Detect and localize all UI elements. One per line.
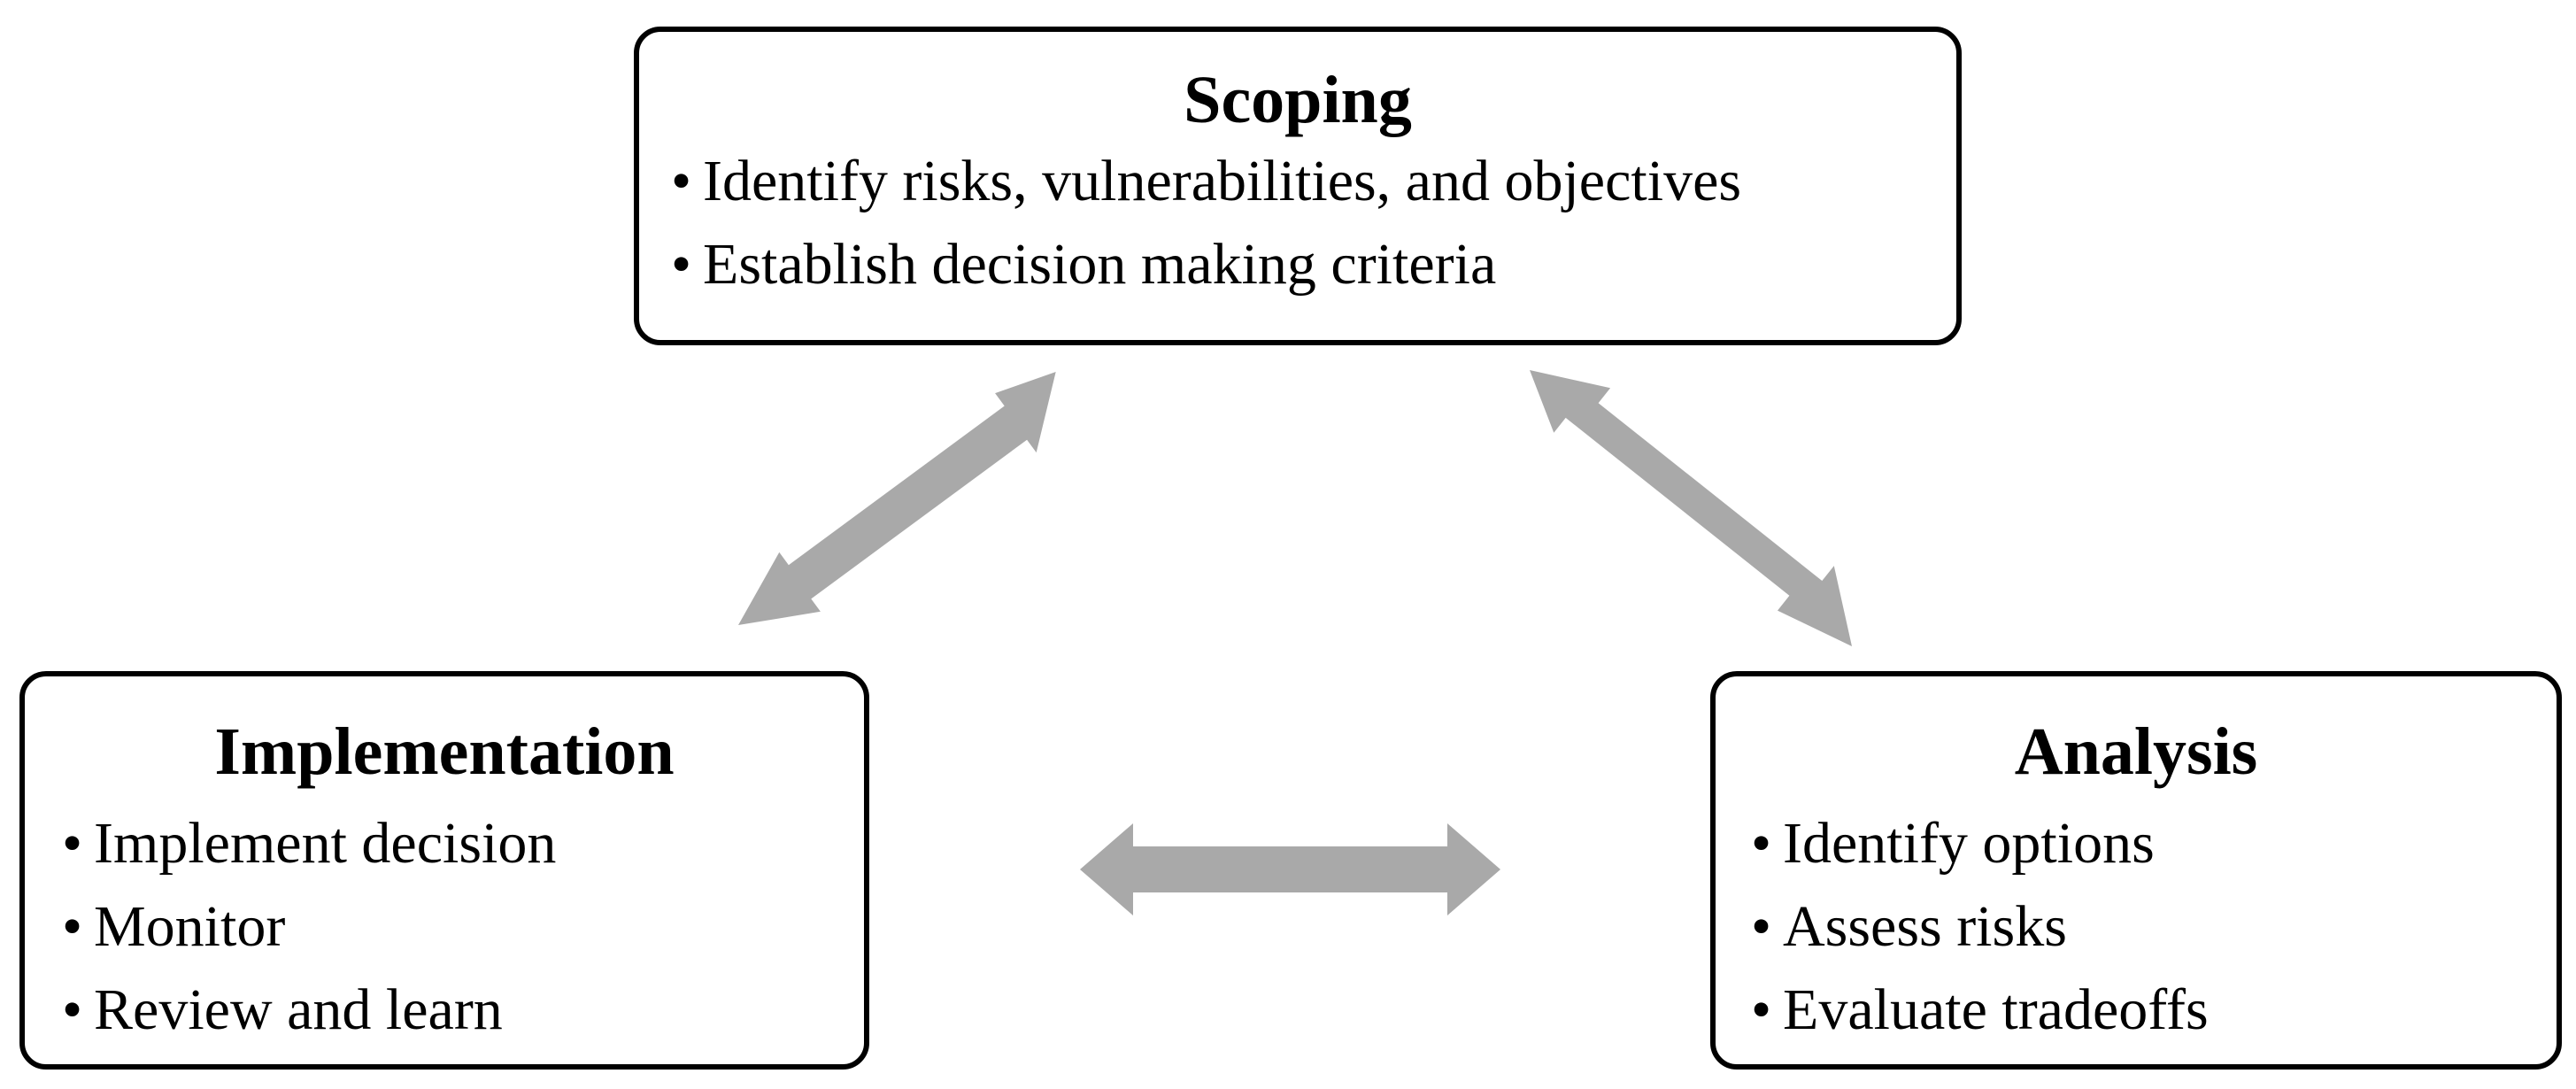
bullet-icon: • bbox=[1751, 977, 1772, 1042]
analysis-title: Analysis bbox=[2014, 714, 2258, 789]
arrow-scoping-implementation bbox=[738, 372, 1056, 625]
bullet-icon: • bbox=[671, 232, 692, 297]
list-item-text: Implement decision bbox=[94, 811, 557, 876]
scoping-list: •Identify risks, vulnerabilities, and ob… bbox=[671, 140, 1956, 306]
analysis-box: Analysis •Identify options •Assess risks… bbox=[1710, 671, 2562, 1070]
analysis-list: •Identify options •Assess risks •Evaluat… bbox=[1751, 802, 2557, 1052]
arrow-implementation-analysis bbox=[1080, 823, 1500, 915]
list-item-text: Establish decision making criteria bbox=[703, 232, 1497, 297]
list-item: •Implement decision bbox=[62, 802, 864, 885]
implementation-box: Implementation •Implement decision •Moni… bbox=[19, 671, 869, 1070]
bullet-icon: • bbox=[62, 977, 83, 1042]
list-item: •Identify risks, vulnerabilities, and ob… bbox=[671, 140, 1956, 223]
bullet-icon: • bbox=[1751, 894, 1772, 959]
list-item-text: Evaluate tradeoffs bbox=[1783, 977, 2209, 1042]
list-item: •Assess risks bbox=[1751, 885, 2557, 969]
list-item: •Evaluate tradeoffs bbox=[1751, 969, 2557, 1052]
list-item: •Monitor bbox=[62, 885, 864, 969]
list-item: •Identify options bbox=[1751, 802, 2557, 885]
list-item: •Establish decision making criteria bbox=[671, 223, 1956, 306]
arrow-scoping-analysis bbox=[1530, 370, 1852, 646]
implementation-list: •Implement decision •Monitor •Review and… bbox=[62, 802, 864, 1052]
list-item-text: Identify risks, vulnerabilities, and obj… bbox=[703, 149, 1742, 213]
scoping-box: Scoping •Identify risks, vulnerabilities… bbox=[634, 27, 1962, 345]
list-item-text: Review and learn bbox=[94, 977, 503, 1042]
scoping-title: Scoping bbox=[1184, 63, 1412, 137]
bullet-icon: • bbox=[671, 149, 692, 213]
list-item-text: Monitor bbox=[94, 894, 286, 959]
bullet-icon: • bbox=[62, 811, 83, 876]
list-item: •Review and learn bbox=[62, 969, 864, 1052]
bullet-icon: • bbox=[1751, 811, 1772, 876]
bullet-icon: • bbox=[62, 894, 83, 959]
list-item-text: Identify options bbox=[1783, 811, 2155, 876]
list-item-text: Assess risks bbox=[1783, 894, 2067, 959]
implementation-title: Implementation bbox=[214, 714, 675, 789]
